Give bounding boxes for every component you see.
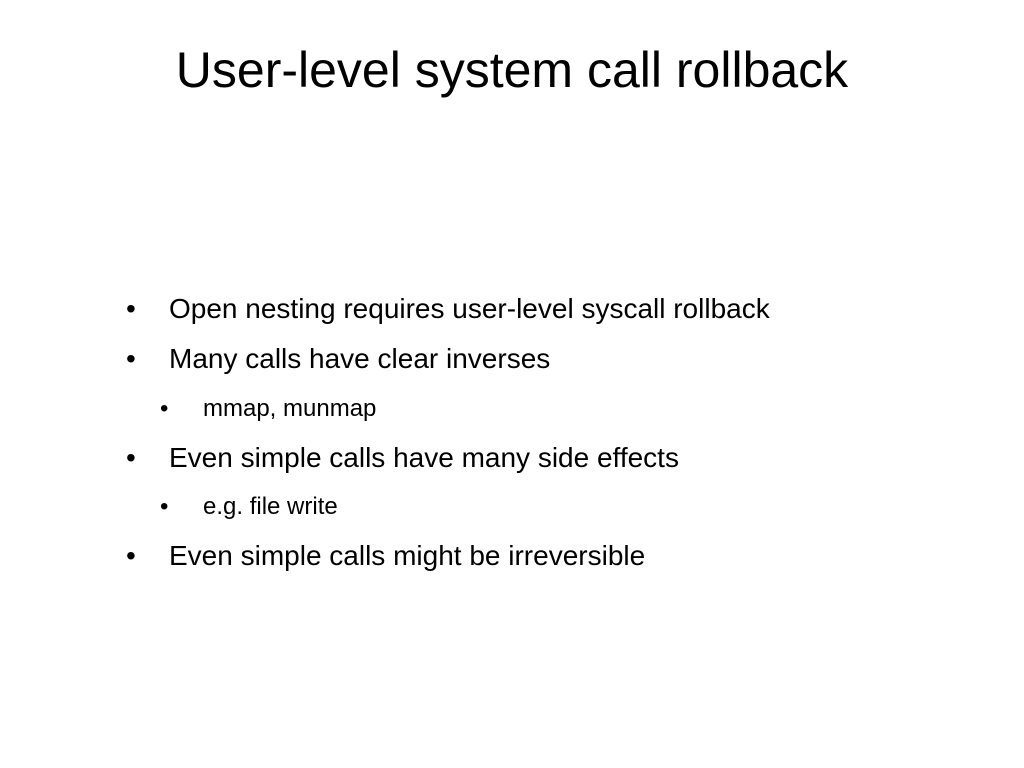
sub-bullet-text: mmap, munmap	[203, 395, 377, 422]
slide-title: User-level system call rollback	[175, 42, 849, 98]
bullet-icon: •	[126, 293, 136, 324]
sub-bullet-text: e.g. file write	[203, 493, 338, 520]
bullet-text: Even simple calls have many side effects	[169, 442, 679, 473]
bullet-icon: •	[126, 343, 136, 374]
bullet-text: Many calls have clear inverses	[169, 343, 551, 374]
bullet-text: Open nesting requires user-level syscall…	[169, 293, 770, 324]
sub-bullet-icon: •	[160, 395, 169, 422]
bullet-text: Even simple calls might be irreversible	[169, 540, 646, 571]
bullet-icon: •	[126, 442, 136, 473]
bullet-icon: •	[126, 540, 136, 571]
sub-bullet-icon: •	[160, 493, 169, 520]
